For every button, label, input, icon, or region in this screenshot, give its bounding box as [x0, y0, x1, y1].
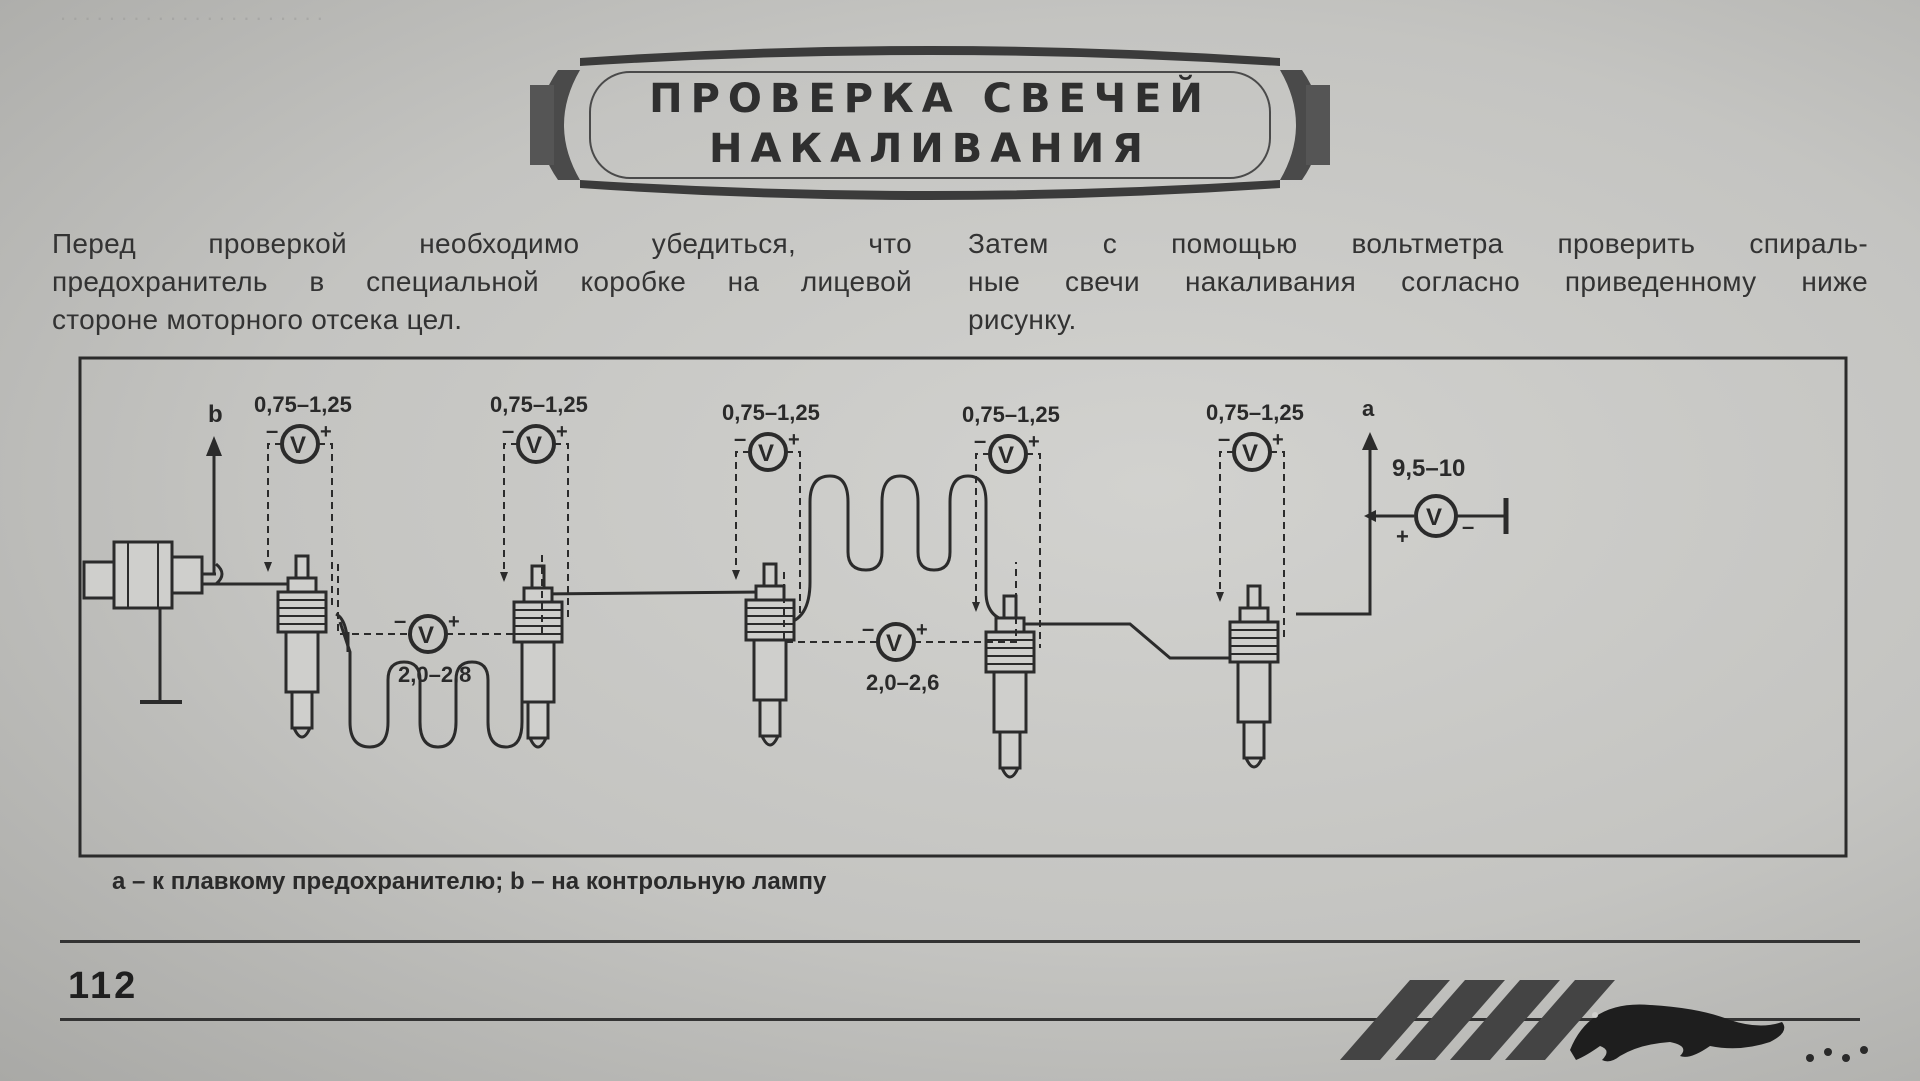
title-banner: ПРОВЕРКА СВЕЧЕЙ НАКАЛИВАНИЯ [520, 40, 1340, 210]
voltmeter-symbol: V [290, 432, 306, 459]
right-paragraph-line: рисунку. [968, 304, 1077, 335]
meter-plus: + [788, 429, 800, 451]
voltmeter-symbol: V [1242, 440, 1258, 467]
meter-plus: + [320, 421, 332, 443]
footer-decoration [1340, 980, 1868, 1062]
left-paragraph-line: Перед проверкой необходимо убедиться, чт… [52, 228, 912, 259]
meter-plus: + [448, 611, 460, 633]
meter-minus: – [502, 418, 514, 443]
supply-plus: + [1396, 524, 1409, 549]
right-paragraph-line: ные свечи накаливания согласно приведенн… [968, 266, 1868, 297]
diagonal-stripes-icon [1340, 980, 1615, 1060]
heater-coil-2 [783, 474, 1015, 626]
bus-wires [202, 432, 1378, 660]
meter-reading: 0,75–1,25 [1206, 400, 1304, 425]
meter-reading: 2,0–2,8 [398, 662, 471, 687]
meter-minus: – [734, 426, 746, 451]
plug-meter-group: V– +0,75–1,25 [1206, 400, 1304, 638]
left-paragraph-line: предохранитель в специальной коробке на … [52, 266, 912, 297]
meter-plus: + [916, 619, 928, 641]
right-paragraph-line: Затем с помощью вольтметра проверить спи… [968, 228, 1868, 259]
meter-minus: – [862, 616, 874, 641]
voltmeter-symbol: V [758, 440, 774, 467]
voltmeter-symbol: V [998, 442, 1014, 469]
glow-plug-wiring-diagram: b a V–+0,75–1,25V–+0,75–1,25V–+0,75–1,25… [78, 356, 1848, 858]
coil-meter-group: V– +2,0–2,8 [337, 554, 543, 687]
label-a: a [1362, 396, 1375, 421]
connector-icon [82, 540, 224, 704]
label-b: b [208, 401, 223, 428]
meter-plus: + [1272, 429, 1284, 451]
meter-reading: 0,75–1,25 [962, 402, 1060, 427]
footer-rule-top [60, 940, 1860, 943]
plug-meter-group: V– +0,75–1,25 [490, 392, 588, 618]
voltmeter-symbol: V [526, 432, 542, 459]
left-paragraph: Перед проверкой необходимо убедиться, чт… [52, 225, 912, 339]
supply-minus: – [1462, 514, 1474, 539]
diagram-frame [78, 356, 1848, 858]
banner-frame [530, 46, 1330, 200]
glow-plug-icon [276, 554, 328, 739]
title-line-1: ПРОВЕРКА СВЕЧЕЙ [649, 76, 1211, 122]
meter-plus: + [556, 421, 568, 443]
coil-meter-group: V– +2,0–2,6 [783, 562, 1017, 695]
glow-plug-icon [1228, 584, 1280, 769]
lamp-lead-arrow [206, 436, 222, 574]
weasel-icon [1570, 1004, 1785, 1062]
paw-prints-icon [1806, 1046, 1868, 1062]
plug-meter-group: V– +0,75–1,25 [254, 392, 352, 608]
meter-plus: + [1028, 431, 1040, 453]
meter-minus: – [266, 418, 278, 443]
meter-reading: 0,75–1,25 [254, 392, 352, 417]
voltmeter-symbol: V [886, 630, 902, 657]
figure-caption: а – к плавкому предохранителю; b – на ко… [112, 868, 827, 895]
glow-plug-icon [984, 594, 1036, 779]
heater-coil-1 [338, 618, 545, 749]
title-line-2: НАКАЛИВАНИЯ [709, 126, 1151, 172]
plug-meter-group: V– +0,75–1,25 [722, 400, 820, 616]
voltmeter-symbol: V [418, 622, 434, 649]
meter-reading: 2,0–2,6 [866, 670, 939, 695]
page-number: 112 [68, 965, 139, 1007]
footer-rule-bottom [60, 1018, 1860, 1021]
meter-minus: – [394, 608, 406, 633]
meter-minus: – [974, 428, 986, 453]
left-paragraph-line: стороне моторного отсека цел. [52, 304, 463, 335]
plug-meter-group: V– +0,75–1,25 [962, 402, 1060, 648]
glow-plug-icon [744, 562, 796, 747]
meter-reading: 0,75–1,25 [722, 400, 820, 425]
right-paragraph: Затем с помощью вольтметра проверить спи… [968, 225, 1868, 339]
supply-meter-group: V + – 9,5–10 [1364, 455, 1509, 549]
supply-reading: 9,5–10 [1392, 455, 1465, 482]
supply-voltmeter-symbol: V [1426, 504, 1442, 531]
bleed-through-text: . . . . . . . . . . . . . . . . . . . . … [60, 0, 323, 25]
meter-minus: – [1218, 426, 1230, 451]
meter-reading: 0,75–1,25 [490, 392, 588, 417]
